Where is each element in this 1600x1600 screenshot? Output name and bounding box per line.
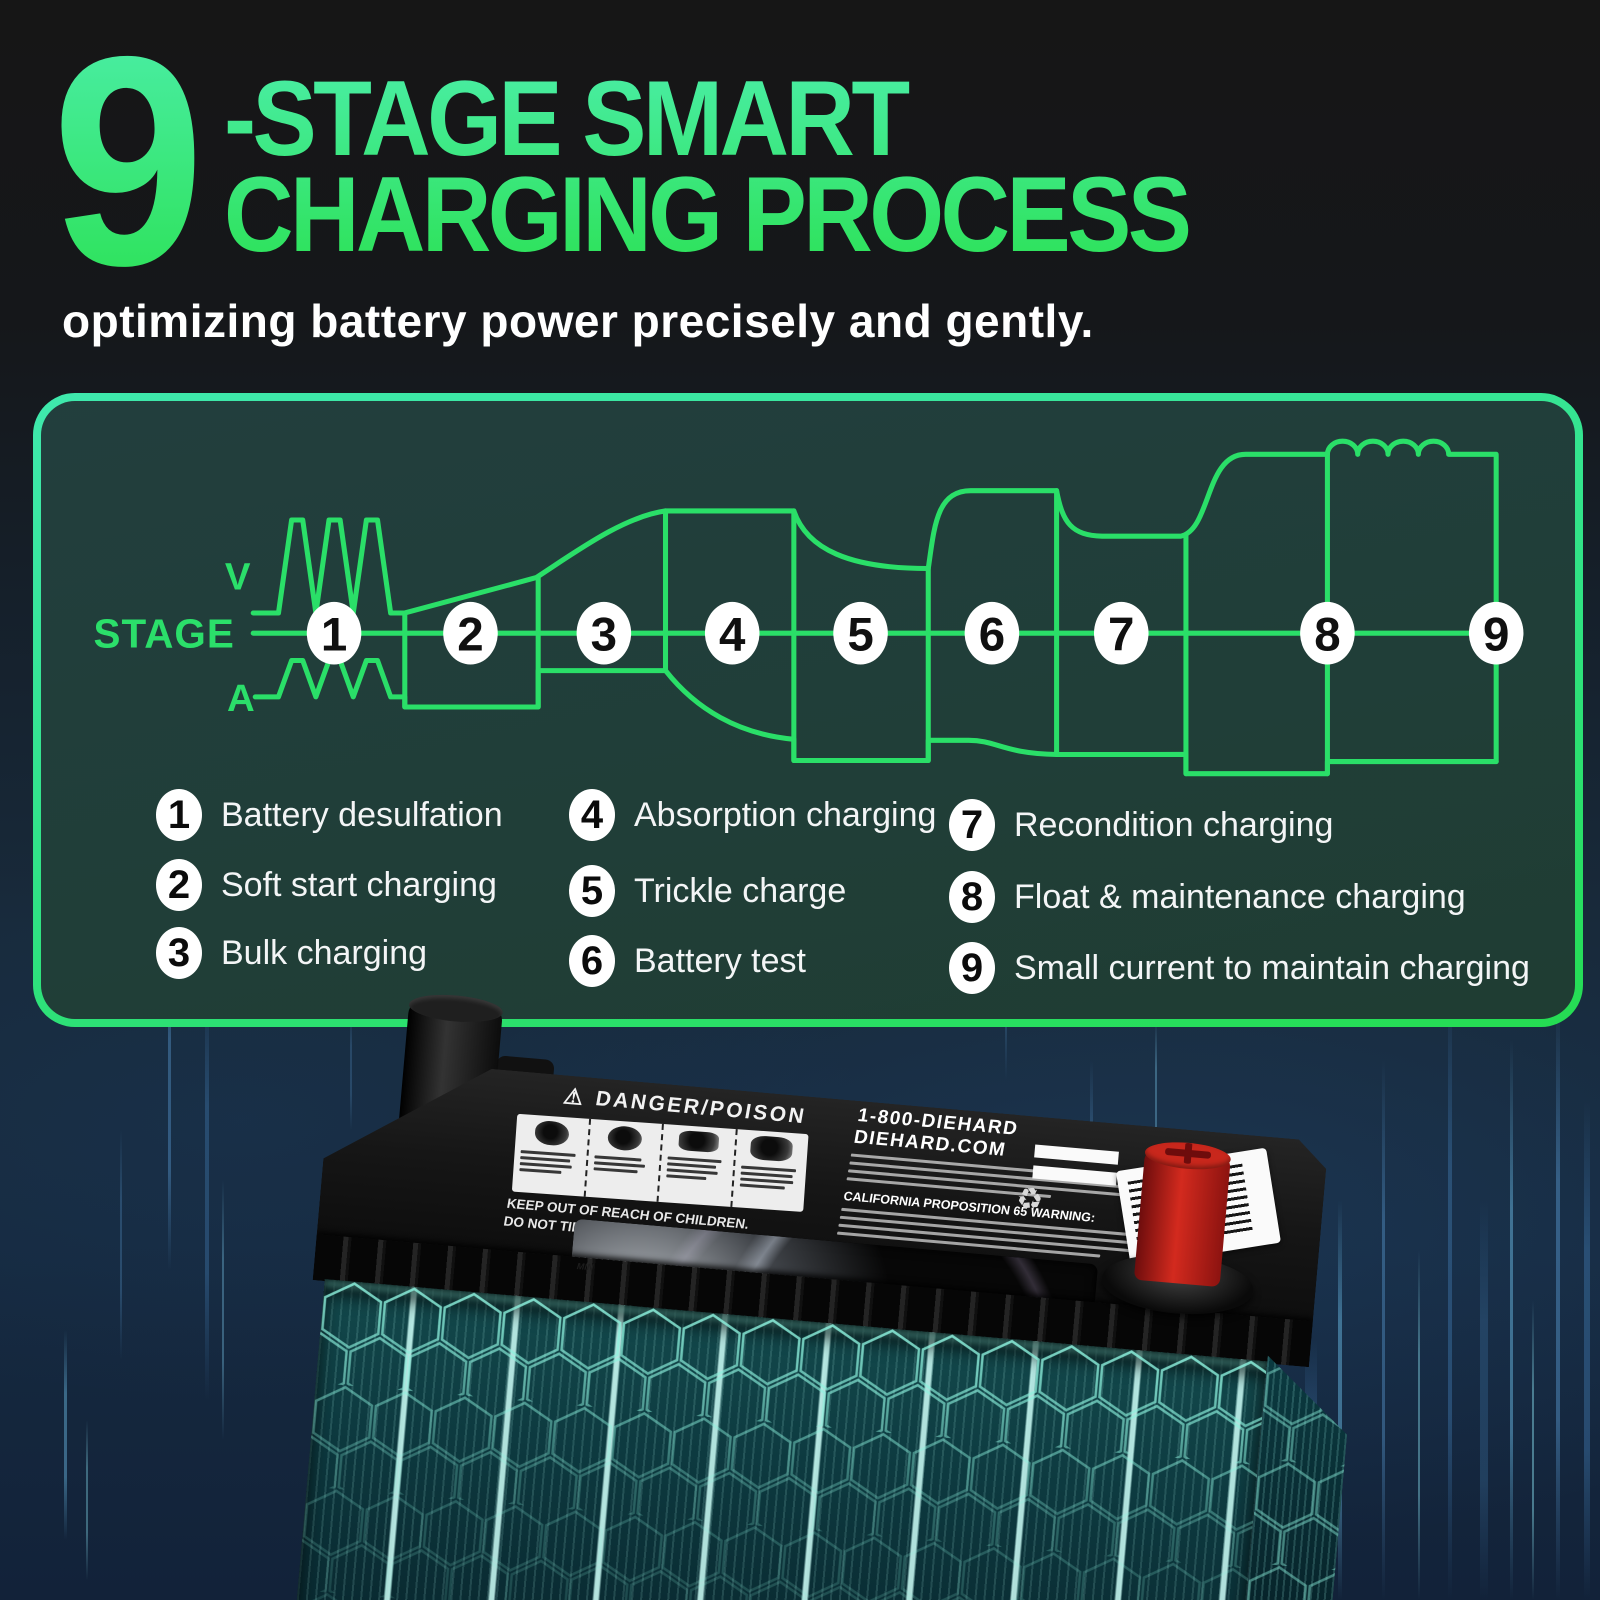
- legend-label-1: Battery desulfation: [221, 795, 503, 834]
- warning-icon-sulfuric-acid: [658, 1124, 737, 1207]
- stage-marker-5: 5: [833, 601, 888, 665]
- min-mark: MIN: [576, 1261, 594, 1273]
- legend-num-5: 5: [569, 865, 615, 917]
- stage-marker-1: 1: [306, 601, 362, 665]
- light-streak: [222, 1180, 224, 1440]
- voltage-label: V: [225, 556, 251, 599]
- light-streak: [1448, 980, 1452, 1600]
- svg-text:1: 1: [321, 608, 347, 661]
- legend-label-3: Bulk charging: [221, 933, 428, 972]
- light-streak: [1510, 1040, 1513, 1600]
- legend-label-4: Absorption charging: [634, 795, 937, 834]
- legend-num-8: 8: [949, 871, 995, 923]
- svg-text:6: 6: [979, 608, 1005, 661]
- light-streak: [1155, 1020, 1157, 1180]
- legend-item-2: 2 Soft start charging: [156, 859, 497, 911]
- light-streak: [1556, 1000, 1560, 1600]
- svg-text:3: 3: [591, 608, 617, 661]
- label-white-bars: [1032, 1144, 1119, 1193]
- legend-num-1: 1: [156, 789, 202, 841]
- stage-marker-8: 8: [1300, 601, 1355, 665]
- legend-num-4: 4: [569, 789, 615, 841]
- battery-body-side: [1233, 1356, 1354, 1600]
- stage-count-number: 9: [52, 0, 204, 328]
- svg-text:5: 5: [847, 608, 873, 661]
- warning-icon-flush-eyes: [732, 1129, 809, 1212]
- legend-num-9: 9: [949, 942, 995, 994]
- light-streak: [1584, 1100, 1590, 1600]
- legend-item-5: 5 Trickle charge: [569, 865, 846, 917]
- svg-text:2: 2: [457, 608, 483, 661]
- current-label: A: [227, 677, 255, 720]
- hero-title-line1: -STAGE SMART: [223, 58, 907, 178]
- svg-text:7: 7: [1108, 608, 1134, 661]
- hero-title: 9 -STAGE SMART CHARGING PROCESS: [52, 0, 1295, 328]
- legend-label-7: Recondition charging: [1014, 805, 1334, 844]
- legend-item-9: 9 Small current to maintain charging: [949, 942, 1530, 994]
- stage-marker-7: 7: [1093, 601, 1149, 665]
- legend-item-1: 1 Battery desulfation: [156, 789, 503, 841]
- car-battery-image: ⚠ DANGER/POISON KEEP OUT OF REACH OF CHI…: [277, 999, 1390, 1600]
- stage-marker-2: 2: [443, 601, 498, 665]
- legend-item-7: 7 Recondition charging: [949, 799, 1333, 851]
- light-streak: [120, 1130, 122, 1360]
- light-streak: [1382, 1060, 1385, 1600]
- light-streak: [1338, 1200, 1342, 1600]
- light-streak: [1532, 1300, 1534, 1600]
- warning-icon-no-sparks: [585, 1119, 664, 1202]
- legend-label-2: Soft start charging: [221, 865, 497, 904]
- legend-item-3: 3 Bulk charging: [156, 927, 427, 979]
- legend-num-2: 2: [156, 859, 202, 911]
- light-streak: [350, 1010, 352, 1130]
- legend-label-8: Float & maintenance charging: [1014, 877, 1466, 916]
- light-streak: [1418, 1250, 1420, 1600]
- warning-icons-panel: [512, 1114, 809, 1212]
- light-streak: [86, 1420, 88, 1580]
- legend-num-3: 3: [156, 927, 202, 979]
- svg-text:8: 8: [1314, 608, 1340, 661]
- legend-label-6: Battery test: [634, 941, 806, 980]
- battery-body-front: [289, 1279, 1268, 1600]
- legend-label-9: Small current to maintain charging: [1014, 948, 1530, 987]
- light-streak: [168, 940, 171, 1270]
- legend-num-7: 7: [949, 799, 995, 851]
- stage-waveform-chart: STAGE V A 1 2 3 4 5 6 7 8 9: [94, 438, 1524, 777]
- legend-item-6: 6 Battery test: [569, 935, 806, 987]
- svg-text:9: 9: [1483, 608, 1509, 661]
- legend-num-6: 6: [569, 935, 615, 987]
- stage-marker-4: 4: [704, 601, 760, 665]
- stage-axis-label: STAGE: [94, 610, 235, 656]
- voltage-trace: [250, 438, 1499, 765]
- stage-marker-9: 9: [1468, 601, 1524, 665]
- honeycomb-pattern: [289, 1279, 1268, 1600]
- hero-subtitle: optimizing battery power precisely and g…: [62, 295, 1094, 347]
- light-streak: [64, 1330, 67, 1540]
- legend-label-5: Trickle charge: [634, 871, 847, 910]
- stage-marker-6: 6: [964, 601, 1020, 665]
- positive-terminal: [1133, 1142, 1232, 1288]
- hero-title-line2: CHARGING PROCESS: [223, 154, 1189, 275]
- legend-item-8: 8 Float & maintenance charging: [949, 871, 1466, 923]
- legend-item-4: 4 Absorption charging: [569, 789, 936, 841]
- current-trace: [252, 657, 1499, 777]
- light-streak: [1480, 1200, 1488, 1600]
- hero-title-lines: -STAGE SMART CHARGING PROCESS: [224, 70, 1188, 263]
- warning-triangle-icon: ⚠: [561, 1083, 589, 1111]
- svg-text:4: 4: [719, 608, 746, 661]
- warning-icon-explosive: [512, 1114, 591, 1197]
- stage-marker-3: 3: [576, 601, 632, 665]
- recycle-icon: ♻: [1015, 1182, 1045, 1218]
- light-streak: [205, 980, 209, 1400]
